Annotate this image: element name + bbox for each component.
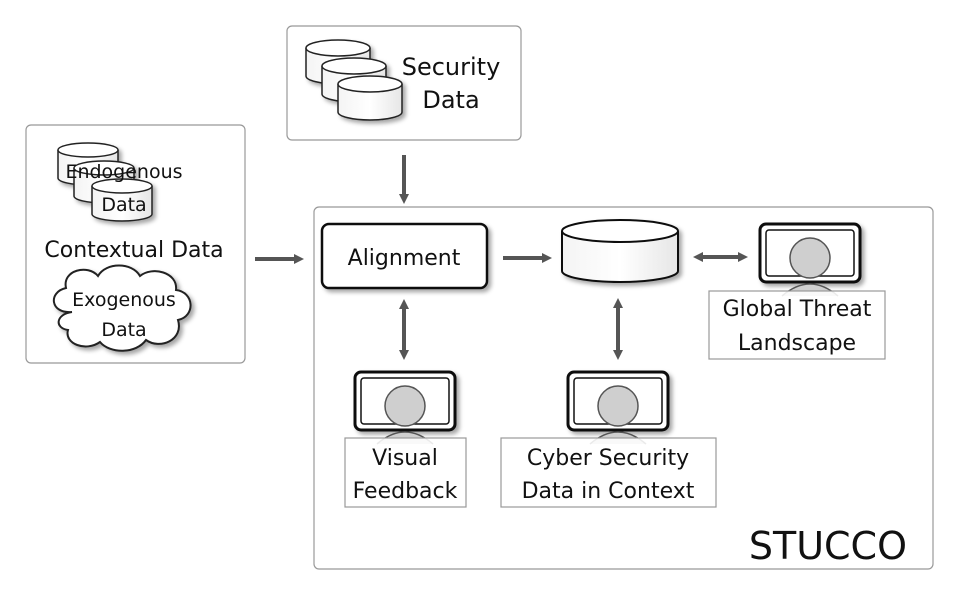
- contextual-data-box: Endogenous Data Contextual Data Exogenou…: [25, 124, 246, 364]
- contextual-data-title: Contextual Data: [44, 238, 223, 263]
- database-stack-icon: [305, 39, 403, 121]
- security-data-label-1: Security: [402, 53, 501, 81]
- cyber-security-data-in-context: Cyber Security Data in Context: [500, 372, 717, 508]
- security-data-box: Security Data: [286, 25, 522, 141]
- exogenous-label-1: Exogenous: [72, 289, 176, 311]
- exogenous-label-2: Data: [101, 319, 146, 341]
- stucco-title: STUCCO: [749, 524, 907, 568]
- cyber-context-label-1: Cyber Security: [527, 446, 689, 471]
- endogenous-label-2: Data: [101, 194, 146, 216]
- endogenous-database-icon: [57, 142, 153, 222]
- cloud-icon: [53, 264, 192, 352]
- visual-feedback-label-2: Feedback: [353, 479, 458, 504]
- security-data-label-2: Data: [422, 86, 479, 114]
- cyber-context-label-2: Data in Context: [522, 479, 695, 504]
- global-threat-label-1: Global Threat: [723, 297, 872, 322]
- global-threat-label-2: Landscape: [738, 331, 856, 356]
- alignment-label: Alignment: [348, 246, 461, 271]
- endogenous-label-1: Endogenous: [65, 161, 182, 183]
- global-threat-landscape: Global Threat Landscape: [708, 224, 886, 360]
- alignment-box: Alignment: [320, 222, 489, 290]
- visual-feedback-label-1: Visual: [372, 446, 438, 471]
- visual-feedback: Visual Feedback: [344, 372, 467, 508]
- central-database-icon: [561, 219, 679, 283]
